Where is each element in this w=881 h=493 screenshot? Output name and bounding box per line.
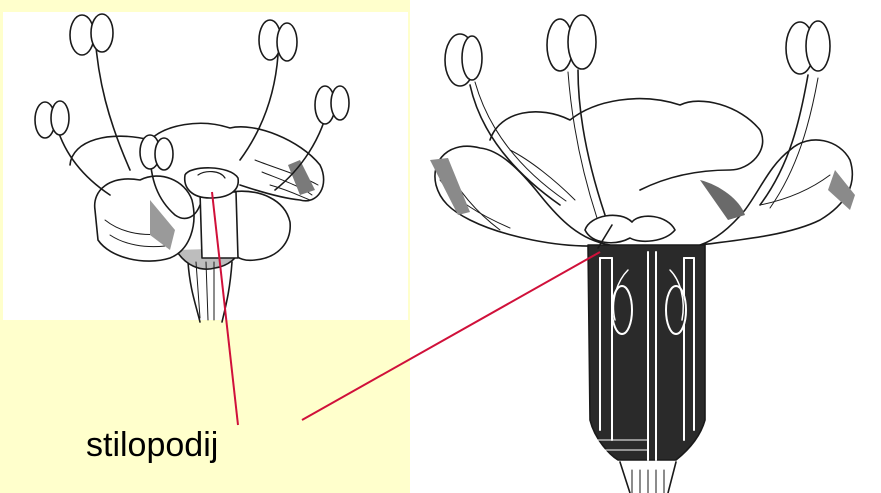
- flower-whole-icon: [35, 14, 349, 322]
- flower-longitudinal-section-icon: [430, 15, 855, 493]
- stilopodij-label: stilopodij: [86, 428, 218, 462]
- pointer-right-line: [302, 252, 600, 420]
